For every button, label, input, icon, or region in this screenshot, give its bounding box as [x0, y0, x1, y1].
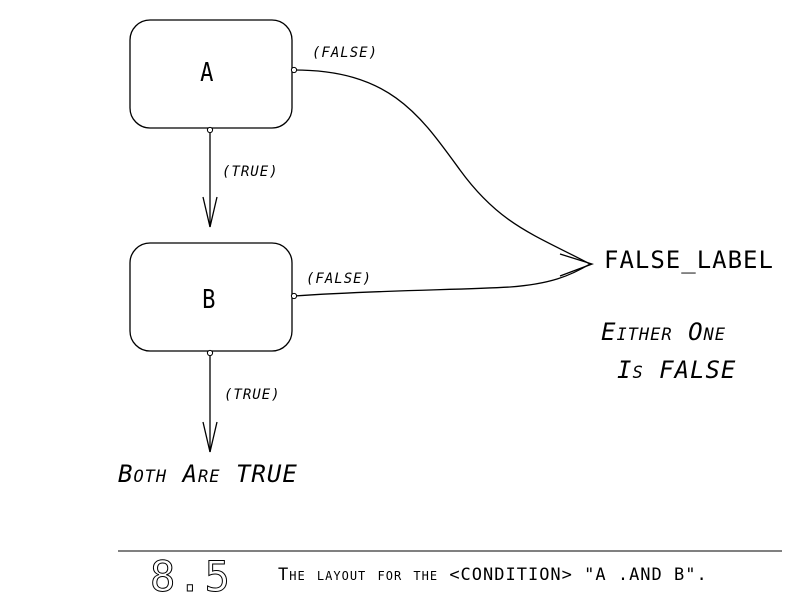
port-b-bottom [206, 349, 214, 357]
node-a-label: A [200, 58, 214, 88]
edge-b-false-label: (FALSE) [306, 271, 373, 287]
edge-b-false-curve [293, 263, 591, 297]
edge-a-true-label: (TRUE) [222, 164, 279, 180]
port-a-bottom [206, 126, 214, 134]
edge-a-true-arrow [202, 131, 218, 228]
port-a-right [290, 66, 298, 74]
false-note-line2: Is FALSE [617, 356, 737, 384]
false-label-target: FALSE_LABEL [604, 246, 774, 274]
node-b-label: B [202, 285, 216, 315]
edge-a-false-curve [293, 69, 591, 265]
figure-caption: The layout for the <CONDITION> "A .AND B… [278, 565, 708, 585]
true-note: Both Are TRUE [118, 460, 298, 488]
false-note-line1: Either One [601, 318, 726, 346]
figure-number: 8.5 [150, 552, 232, 601]
port-b-right [290, 292, 298, 300]
edge-b-true-label: (TRUE) [224, 387, 281, 403]
edge-b-true-arrow [202, 354, 218, 453]
edge-a-false-label: (FALSE) [312, 45, 379, 61]
false-arrowhead [559, 253, 595, 277]
